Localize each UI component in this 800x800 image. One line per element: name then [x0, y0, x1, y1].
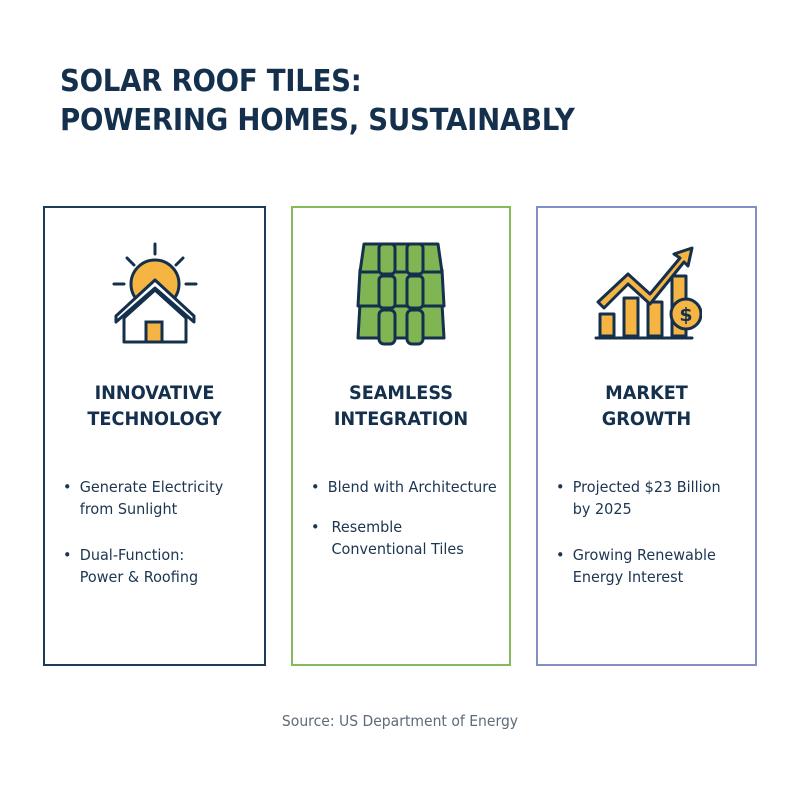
card-market-growth: $ MARKET GROWTH Projected $23 Billionby …	[536, 206, 757, 666]
growth-chart-dollar-icon: $	[594, 246, 702, 340]
card-title: INNOVATIVE TECHNOLOGY	[87, 382, 222, 430]
roof-tiles-icon	[356, 242, 446, 346]
card-title: MARKET GROWTH	[601, 382, 692, 430]
title-line-1: SOLAR ROOF TILES:	[60, 64, 362, 99]
page-title: SOLAR ROOF TILES: POWERING HOMES, SUSTAI…	[60, 62, 575, 140]
card-title: SEAMLESS INTEGRATION	[333, 382, 469, 430]
bullet-item: Dual-Function:Power & Roofing	[63, 544, 244, 588]
bullet-list: Blend with Architecture ResembleConventi…	[311, 476, 503, 584]
svg-text:$: $	[679, 304, 692, 326]
source-caption: Source: US Department of Energy	[281, 712, 519, 730]
title-line-2: POWERING HOMES, SUSTAINABLY	[60, 103, 575, 138]
sun-house-icon	[112, 242, 197, 344]
card-seamless-integration: SEAMLESS INTEGRATION Blend with Architec…	[291, 206, 511, 666]
bullet-item: Blend with Architecture	[311, 476, 497, 498]
card-innovative-technology: INNOVATIVE TECHNOLOGY Generate Electrici…	[43, 206, 266, 666]
